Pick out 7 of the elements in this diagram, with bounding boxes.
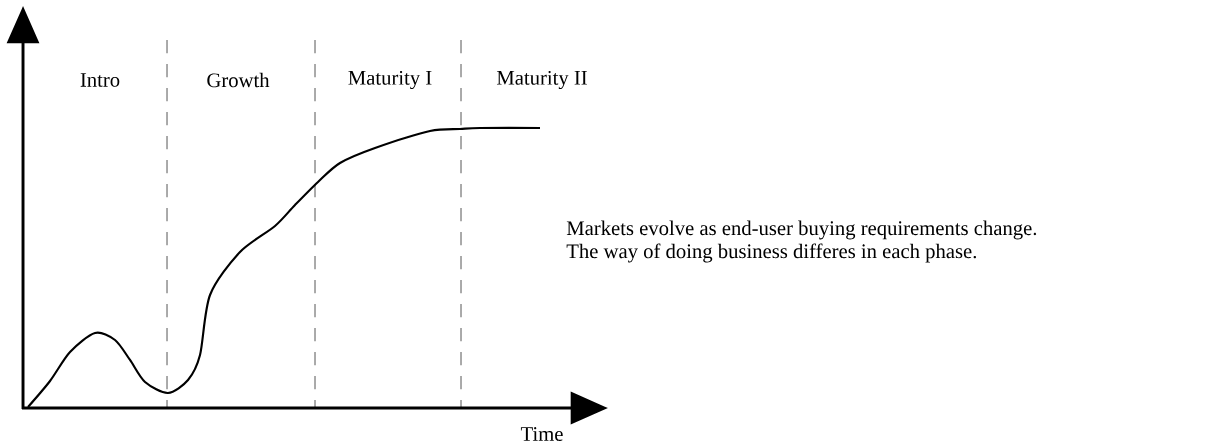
phase-label: Maturity I xyxy=(348,70,432,90)
phase-label: Intro xyxy=(80,73,120,87)
phase-label: Maturity II xyxy=(496,70,587,90)
axis-label: Time xyxy=(520,427,563,441)
phase-label: Growth xyxy=(207,72,270,88)
note-text: Markets evolve as end-user buying requirements change. xyxy=(566,220,1037,240)
note-text: The way of doing business differes in each phase. xyxy=(566,243,977,263)
